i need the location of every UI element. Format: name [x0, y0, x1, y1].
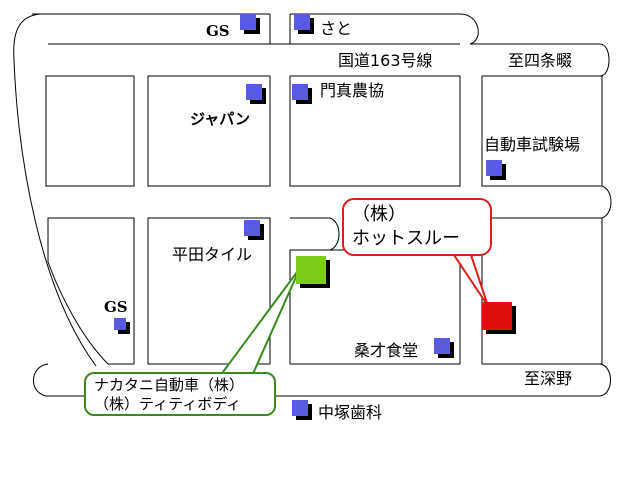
map-marker[interactable]	[434, 338, 454, 358]
place-label-hirata-tile: 平田タイル	[172, 245, 253, 264]
map-marker[interactable]	[292, 84, 312, 104]
nakatani-callout: ナカタニ自動車（株） （株）ティティボディ	[84, 372, 276, 416]
map-marker[interactable]	[486, 160, 506, 180]
place-label-kadoma-nokyo: 門真農協	[320, 81, 385, 100]
map-marker[interactable]	[114, 318, 130, 334]
road-label-to-shijo-nawate: 至四条畷	[508, 51, 573, 70]
road-label-route-163: 国道163号線	[338, 51, 433, 70]
hotslew-marker[interactable]	[482, 302, 516, 334]
road-middle	[601, 185, 612, 219]
map-marker[interactable]	[244, 220, 264, 240]
nakatani-callout-line2: （株）ティティボディ	[94, 395, 242, 413]
nakatani-marker-face	[296, 256, 326, 284]
hotslew-marker-face	[482, 302, 512, 330]
hotslew-callout: （株） ホットスルー	[342, 198, 492, 256]
nakatani-marker[interactable]	[296, 256, 330, 288]
hotslew-callout-line2: ホットスルー	[352, 228, 460, 249]
map-marker[interactable]	[240, 14, 260, 34]
place-label-nakatsuka-shika: 中塚歯科	[318, 403, 383, 422]
road-left-curve	[13, 13, 97, 367]
place-label-driving-test-center: 自動車試験場	[484, 135, 581, 154]
place-label-japan: ジャパン	[190, 110, 251, 128]
road-top	[32, 13, 610, 77]
road-label-to-fukano: 至深野	[524, 369, 573, 388]
block	[289, 75, 461, 187]
map-marker[interactable]	[292, 400, 312, 420]
road-bottom	[33, 363, 611, 397]
block	[45, 75, 135, 187]
block	[47, 217, 135, 365]
block	[481, 217, 603, 365]
place-label-sato: さと	[320, 19, 353, 38]
hotslew-callout-line1: （株）	[352, 204, 406, 225]
nakatani-callout-line1: ナカタニ自動車（株）	[94, 376, 245, 394]
place-label-gs-top: GS	[206, 22, 230, 40]
map-marker[interactable]	[246, 84, 266, 104]
map-marker[interactable]	[294, 14, 314, 34]
place-label-gs-left: GS	[104, 298, 128, 316]
place-label-kuwasai-shokudo: 桑才食堂	[354, 341, 419, 360]
road-connector	[290, 217, 340, 251]
